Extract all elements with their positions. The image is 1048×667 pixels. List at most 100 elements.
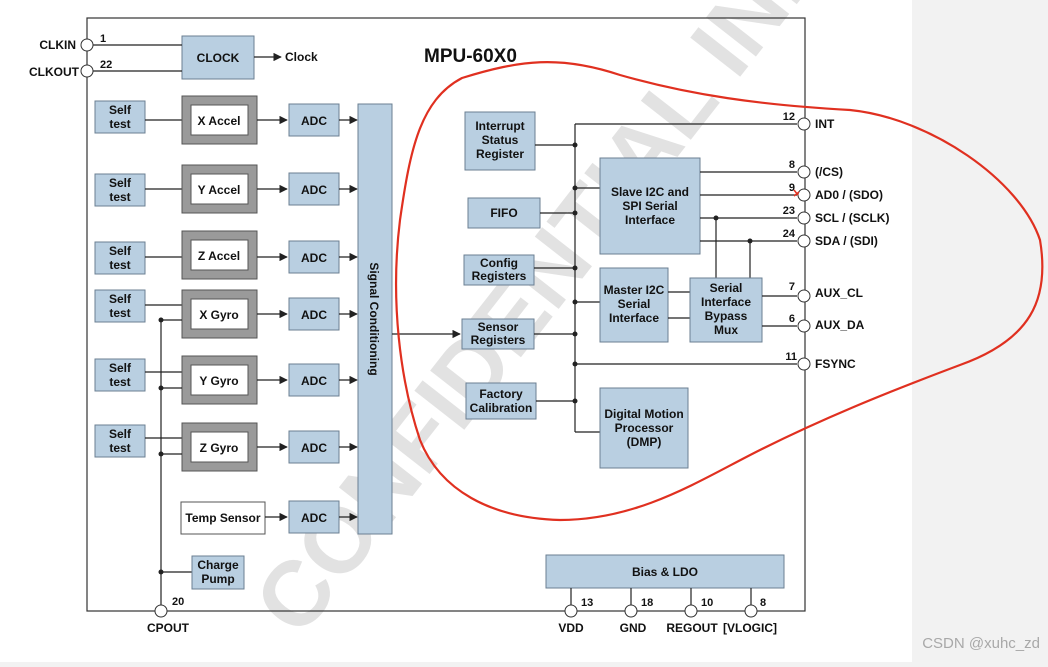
clkin-pin-number: 1: [100, 33, 106, 45]
clkout-pin-number: 22: [100, 59, 112, 71]
vdd-pin-name: VDD: [558, 621, 584, 635]
aux-cl-pin-name: AUX_CL: [815, 286, 863, 300]
slave-label-3: Interface: [625, 213, 675, 227]
z-accel-label: Z Accel: [198, 249, 240, 263]
adc-label: ADC: [301, 183, 327, 197]
vlogic-pin-number: 8: [760, 597, 766, 609]
charge-pump-label-2: Pump: [201, 572, 234, 586]
adc-block: [288, 363, 340, 397]
adc-label: ADC: [301, 114, 327, 128]
dmp-label-3: (DMP): [627, 435, 662, 449]
adc-block: [288, 172, 340, 206]
sensor-row-z-gyro: Self test Z Gyro ADC: [94, 422, 358, 472]
clkout-pin-name: CLKOUT: [29, 65, 80, 79]
aux-cl-pin-number: 7: [789, 281, 795, 293]
z-accel-inner: [190, 239, 249, 271]
fsync-pin: [797, 357, 811, 371]
self-test-label-2: test: [109, 258, 130, 272]
charge-pump-label-1: Charge: [197, 558, 239, 572]
junction-dot: [158, 317, 164, 323]
dmp-label-1: Digital Motion: [604, 407, 683, 421]
fifo-block: [467, 197, 541, 229]
scl-pin-name: SCL / (SCLK): [815, 211, 889, 225]
clock-block: [181, 35, 255, 80]
sensor-row-x-accel: Self test X Accel ADC: [94, 95, 358, 145]
self-test-label-2: test: [109, 190, 130, 204]
cpout-pin-name: CPOUT: [147, 621, 190, 635]
gnd-pin-name: GND: [620, 621, 647, 635]
self-test-label-1: Self: [109, 427, 132, 441]
aux-cl-pin: [797, 289, 811, 303]
chip-outline: [86, 17, 806, 612]
adc-label: ADC: [301, 511, 327, 525]
sensor-registers-label-1: Sensor: [478, 320, 519, 334]
pin-aux-da: 6 AUX_DA: [789, 313, 865, 333]
junction-dot: [572, 142, 578, 148]
clkin-pin: [80, 38, 94, 52]
adc-block: [288, 103, 340, 137]
sensor-row-y-gyro: Self test Y Gyro ADC: [94, 355, 358, 405]
pin-gnd: 18 GND: [620, 597, 654, 635]
sda-pin-number: 24: [783, 228, 796, 240]
aux-da-pin-number: 6: [789, 313, 795, 325]
junction-dot: [158, 451, 164, 457]
adc-label: ADC: [301, 308, 327, 322]
self-test-label-2: test: [109, 117, 130, 131]
sensor-row-x-gyro: Self test X Gyro ADC: [94, 289, 358, 339]
sensor-registers-block: [461, 318, 535, 350]
x-accel-label: X Accel: [198, 114, 241, 128]
self-test-label-1: Self: [109, 176, 132, 190]
pin-fsync: 11 FSYNC: [785, 351, 856, 371]
temp-sensor-row: Temp Sensor ADC: [180, 500, 358, 535]
interrupt-label-1: Interrupt: [475, 119, 524, 133]
aux-da-pin-name: AUX_DA: [815, 318, 865, 332]
adc-block: [288, 240, 340, 274]
factory-label-2: Calibration: [470, 401, 533, 415]
sensor-row-z-accel: Self test Z Accel ADC: [94, 230, 358, 280]
self-test-block: [94, 241, 146, 275]
fsync-pin-number: 11: [785, 351, 797, 363]
temp-sensor-label: Temp Sensor: [185, 511, 260, 525]
pin-regout: 10 REGOUT: [666, 597, 718, 635]
interrupt-label-2: Status: [482, 133, 519, 147]
adc-label: ADC: [301, 441, 327, 455]
config-registers-block: [463, 254, 535, 286]
pin-sda: 24 SDA / (SDI): [783, 228, 878, 248]
dmp-block: [599, 387, 689, 469]
junction-dot: [572, 210, 578, 216]
slave-label-2: SPI Serial: [622, 199, 677, 213]
vdd-pin: [564, 604, 578, 618]
master-label-3: Interface: [609, 311, 659, 325]
gnd-pin-number: 18: [641, 597, 653, 609]
aux-da-pin: [797, 319, 811, 333]
sda-pin-name: SDA / (SDI): [815, 234, 878, 248]
self-test-label-1: Self: [109, 361, 132, 375]
slave-interface-block: [599, 157, 701, 255]
pin-ad0: 9 AD0 / (SDO): [789, 182, 883, 202]
gnd-pin: [624, 604, 638, 618]
bias-ldo-block: [545, 554, 785, 589]
temp-sensor-block: [180, 501, 266, 535]
regout-pin-number: 10: [701, 597, 713, 609]
int-pin: [797, 117, 811, 131]
self-test-label-1: Self: [109, 292, 132, 306]
cs-pin: [797, 165, 811, 179]
charge-pump-block: [191, 555, 245, 590]
sensor-row-y-accel: Self test Y Accel ADC: [94, 164, 358, 214]
clkin-pin-name: CLKIN: [39, 38, 76, 52]
master-interface-block: [599, 267, 669, 343]
y-accel-label: Y Accel: [198, 183, 241, 197]
factory-label-1: Factory: [479, 387, 523, 401]
regout-pin-name: REGOUT: [666, 621, 718, 635]
master-label-1: Master I2C: [604, 283, 665, 297]
cpout-pin: [154, 604, 168, 618]
bias-ldo-label: Bias & LDO: [632, 565, 698, 579]
interrupt-status-block: [464, 111, 536, 171]
scl-pin-number: 23: [783, 205, 795, 217]
pin-vlogic: 8 [VLOGIC]: [723, 597, 777, 635]
factory-calibration-block: [465, 382, 537, 420]
y-accel-inner: [190, 173, 249, 205]
int-pin-number: 12: [783, 111, 795, 123]
cs-pin-number: 8: [789, 159, 795, 171]
